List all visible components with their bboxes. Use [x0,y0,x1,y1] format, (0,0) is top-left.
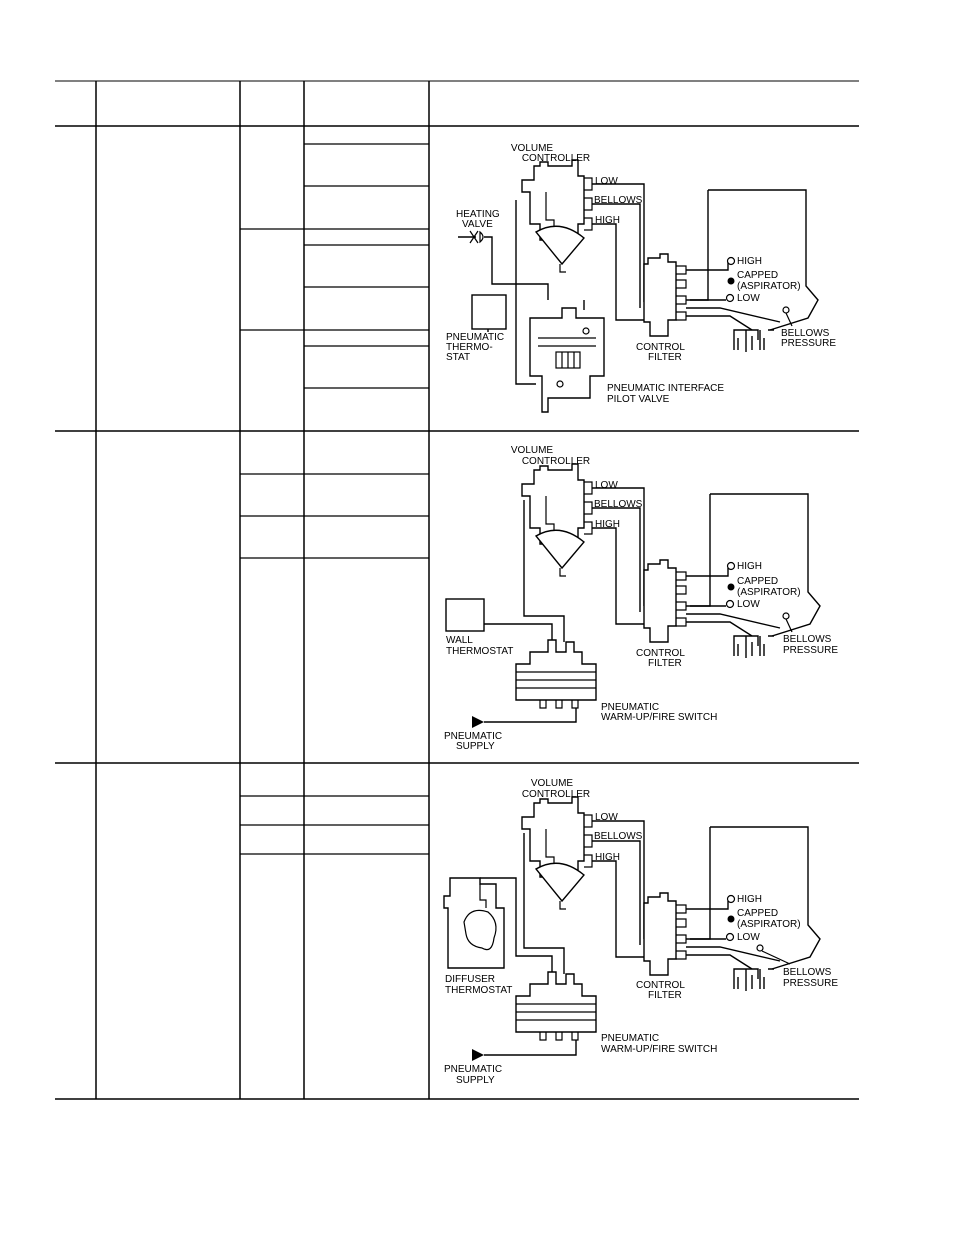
volume-controller-label-1: VOLUME [511,445,554,456]
supply-arrow-icon [472,1049,484,1061]
diagram-3-diffuser-thermostat: LOW BELLOWS HIGH VOLUME CONTROLLER CONTR… [443,778,838,1086]
bellows-pressure-label-2: PRESSURE [783,978,838,989]
wall-thermostat [445,598,485,632]
port-low-label: LOW [595,176,618,187]
thermostat-label-2: THERMO- [446,342,493,353]
duct-box [708,189,819,331]
port-low-label: LOW [595,812,618,823]
volume-controller-label-2: CONTROLLER [522,456,590,467]
thermostat-label-3: STAT [446,352,470,363]
thermostat-label-1: DIFFUSER [445,974,495,985]
tap-capped-label-2: (ASPIRATOR) [737,919,801,930]
duct-box [710,493,821,637]
bellows-pressure-label-1: BELLOWS [783,634,832,645]
pneumatic-thermostat [471,294,507,330]
control-filter-label-2: FILTER [648,990,682,1001]
switch-label-2: WARM-UP/FIRE SWITCH [601,1044,717,1055]
tap-capped-label-2: (ASPIRATOR) [737,587,801,598]
thermostat-label-2: THERMOSTAT [445,985,512,996]
thermostat-label-2: THERMOSTAT [446,646,513,657]
control-filter-label-1: CONTROL [636,342,685,353]
diagram-1-heating-valve: LOW BELLOWS HIGH VOLUME CONTROLLER CONTR… [446,143,836,413]
port-low-label: LOW [595,480,618,491]
duct-box [710,826,821,970]
pneumatic-interface-pilot-valve [529,307,605,413]
thermostat-label-1: PNEUMATIC [446,332,504,343]
control-filter-label-2: FILTER [648,352,682,363]
bellows-pressure-label-2: PRESSURE [781,338,836,349]
pneumatic-warm-up-fire-switch [515,971,597,1033]
volume-controller-label-1: VOLUME [531,778,574,789]
control-filter [643,253,677,337]
bellows-pressure-label-1: BELLOWS [783,967,832,978]
tap-capped-label-2: (ASPIRATOR) [737,281,801,292]
tap-low-label: LOW [737,932,760,943]
tap-high-label: HIGH [737,256,762,267]
controller-bellows [534,529,585,570]
interface-label-2: PILOT VALVE [607,394,670,405]
tap-low-label: LOW [737,293,760,304]
tap-capped-label-1: CAPPED [737,270,778,281]
supply-label-2: SUPPLY [456,1075,495,1086]
tap-high-label: HIGH [737,894,762,905]
tap-high-label: HIGH [737,561,762,572]
tap-low-label: LOW [737,599,760,610]
tap-capped-label-1: CAPPED [737,576,778,587]
port-bellows-label: BELLOWS [594,499,643,510]
thermostat-label-1: WALL [446,635,473,646]
control-filter [643,559,677,643]
interface-label-1: PNEUMATIC INTERFACE [607,383,724,394]
tap-capped-label-1: CAPPED [737,908,778,919]
controller-bellows [534,225,585,266]
port-high-label: HIGH [595,519,620,530]
supply-label-1: PNEUMATIC [444,1064,502,1075]
diagram-2-wall-thermostat: LOW BELLOWS HIGH VOLUME CONTROLLER CONTR… [444,445,838,752]
volume-controller-label-1: VOLUME [511,143,554,154]
bellows-pressure-label-2: PRESSURE [783,645,838,656]
switch-label-1: PNEUMATIC [601,1033,659,1044]
supply-label-1: PNEUMATIC [444,731,502,742]
volume-controller-label-2: CONTROLLER [522,153,590,164]
port-bellows-label: BELLOWS [594,195,643,206]
bellows-pressure-label-1: BELLOWS [781,328,830,339]
control-filter [643,892,677,976]
heating-valve-label-1: HEATING [456,209,500,220]
port-bellows-label: BELLOWS [594,831,643,842]
port-high-label: HIGH [595,852,620,863]
controller-bellows [534,862,585,903]
control-filter-label-2: FILTER [648,658,682,669]
supply-arrow-icon [472,716,484,728]
pneumatic-warm-up-fire-switch [515,639,597,701]
control-filter-label-1: CONTROL [636,648,685,659]
table-grid [55,80,859,1100]
heating-valve-label-2: VALVE [462,219,493,230]
switch-label-2: WARM-UP/FIRE SWITCH [601,712,717,723]
supply-label-2: SUPPLY [456,741,495,752]
switch-label-1: PNEUMATIC [601,702,659,713]
volume-controller-label-2: CONTROLLER [522,789,590,800]
control-filter-label-1: CONTROL [636,980,685,991]
port-high-label: HIGH [595,215,620,226]
